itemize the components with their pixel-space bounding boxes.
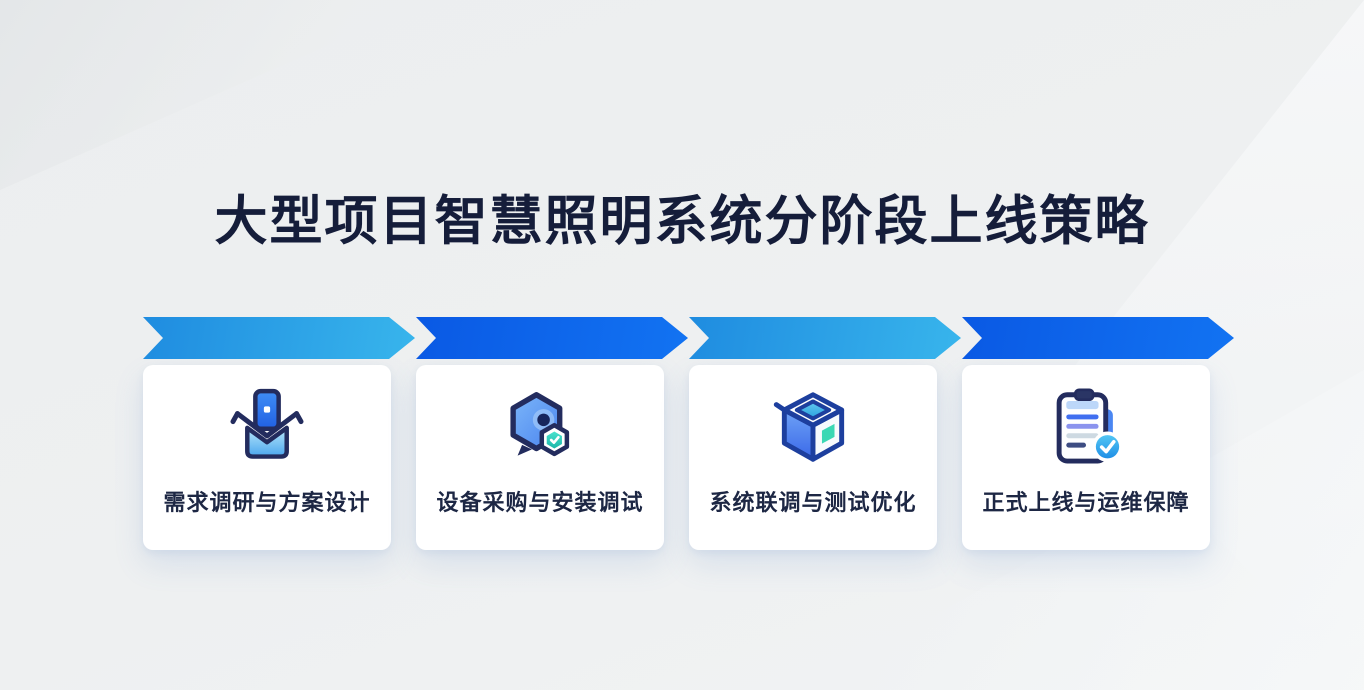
stage-column-3: 系统联调与测试优化 xyxy=(689,317,961,550)
stage-arrow xyxy=(689,317,961,359)
stage-arrow xyxy=(143,317,415,359)
stage-label: 正式上线与运维保障 xyxy=(982,490,1190,515)
stage-column-4: 正式上线与运维保障 xyxy=(962,317,1234,550)
stage-card: 设备采购与安装调试 xyxy=(416,365,664,550)
stage-card: 系统联调与测试优化 xyxy=(689,365,937,550)
hexagon-device-chat-icon xyxy=(510,392,570,457)
background-decoration xyxy=(0,0,430,190)
page-title: 大型项目智慧照明系统分阶段上线策略 xyxy=(214,192,1150,251)
stage-label: 系统联调与测试优化 xyxy=(709,490,917,515)
stage-label: 需求调研与方案设计 xyxy=(163,490,371,515)
stage-card: 需求调研与方案设计 xyxy=(143,365,391,550)
stage-column-1: 需求调研与方案设计 xyxy=(143,317,415,550)
isometric-open-cube-icon xyxy=(773,392,845,462)
open-box-unboxing-icon xyxy=(230,388,304,459)
stage-label: 设备采购与安装调试 xyxy=(436,490,644,515)
stage-column-2: 设备采购与安装调试 xyxy=(416,317,688,550)
stage-arrow xyxy=(962,317,1234,359)
stage-arrow xyxy=(416,317,688,359)
checklist-verified-icon xyxy=(1056,388,1123,464)
stage-card: 正式上线与运维保障 xyxy=(962,365,1210,550)
stage-flow: 需求调研与方案设计 xyxy=(143,317,1234,550)
